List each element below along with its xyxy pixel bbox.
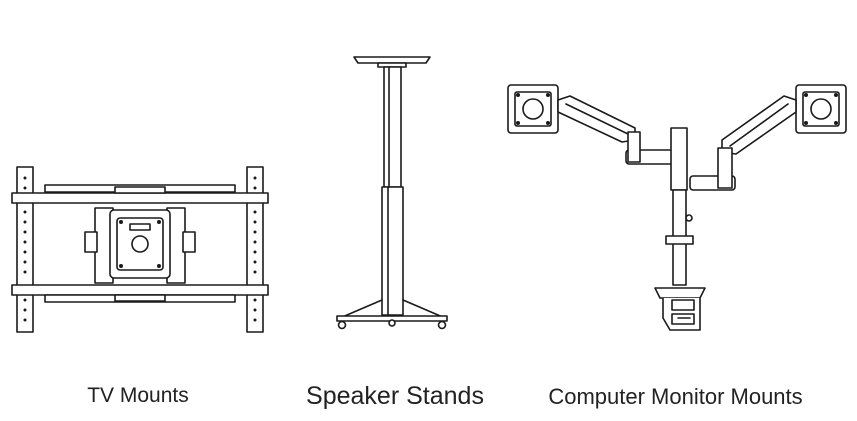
product-label: Speaker Stands [306, 382, 484, 410]
product-tv-mounts[interactable]: TV Mounts [0, 0, 280, 421]
product-speaker-stands[interactable]: Speaker Stands [280, 0, 510, 421]
speaker-stand-icon [336, 56, 448, 330]
product-computer-monitor-mounts[interactable]: Computer Monitor Mounts [500, 0, 857, 421]
product-label: Computer Monitor Mounts [548, 384, 803, 409]
tv-mount-icon [11, 166, 269, 333]
product-label: TV Mounts [87, 384, 189, 407]
monitor-mount-icon [507, 84, 847, 331]
